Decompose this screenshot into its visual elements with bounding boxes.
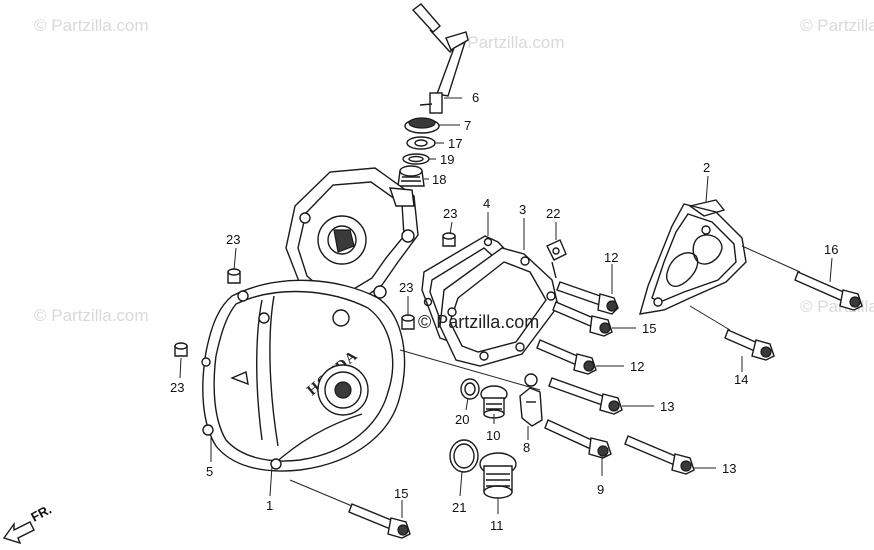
callout-21: 21 [452, 500, 466, 515]
watermark-top-right: © Partzilla.com [800, 16, 874, 35]
callout-4: 4 [483, 196, 490, 211]
callout-9: 9 [597, 482, 604, 497]
part-15-bolt-lower [348, 503, 411, 539]
callout-14: 14 [734, 372, 748, 387]
callout-12-a: 12 [604, 250, 618, 265]
part-14-bolt [724, 329, 775, 361]
callout-5: 5 [206, 464, 213, 479]
part-23-dowel-pin-d [174, 342, 188, 357]
part-23-dowel-pin-c [401, 314, 415, 330]
part-19-ring [402, 153, 430, 165]
callout-15-a: 15 [642, 321, 656, 336]
callout-18: 18 [432, 172, 446, 187]
part-3-cover-plate [439, 247, 559, 367]
callout-23-b: 23 [226, 232, 240, 247]
direction-label: FR. [28, 502, 54, 525]
callout-23-d: 23 [170, 380, 184, 395]
part-20-o-ring [460, 378, 480, 400]
callout-13-a: 13 [660, 399, 674, 414]
callout-7: 7 [464, 118, 471, 133]
part-11-plug-cap [479, 452, 517, 499]
callout-2: 2 [703, 160, 710, 175]
callout-22: 22 [546, 206, 560, 221]
watermark-top-left: © Partzilla.com [34, 16, 149, 35]
part-23-dowel-pin-a [442, 232, 456, 247]
part-10-plug [480, 385, 508, 419]
callout-3: 3 [519, 202, 526, 217]
callout-8: 8 [523, 440, 530, 455]
part-23-dowel-pin-b [227, 268, 241, 284]
part-9-bolt [544, 419, 612, 459]
callout-1: 1 [266, 498, 273, 513]
part-13-bolt-upper [548, 377, 623, 415]
center-watermark: © Partzilla.com [418, 312, 540, 332]
part-7-oil-seal [404, 117, 440, 134]
part-12-bolt-lower [536, 339, 597, 375]
callout-11: 11 [490, 518, 504, 533]
callout-numbers: 6 7 17 19 18 2 3 4 22 23 23 23 23 5 1 12… [170, 90, 838, 533]
callout-23-c: 23 [399, 280, 413, 295]
part-15-bolt-upper [552, 301, 613, 337]
part-18-bushing [397, 165, 425, 187]
callout-23-a: 23 [443, 206, 457, 221]
leader-lines [179, 97, 833, 518]
callout-19: 19 [440, 152, 454, 167]
callout-12-b: 12 [630, 359, 644, 374]
callout-13-b: 13 [722, 461, 736, 476]
callout-16: 16 [824, 242, 838, 257]
part-16-bolt [794, 271, 863, 311]
part-12-bolt-upper [556, 281, 619, 315]
front-direction-arrow: FR. [2, 502, 54, 545]
callout-20: 20 [455, 412, 469, 427]
arrow-left-icon [2, 521, 35, 545]
callout-17: 17 [448, 136, 462, 151]
watermark-top-center: © Partzilla.com [450, 33, 565, 52]
part-13-bolt-lower [624, 435, 695, 475]
callout-10: 10 [486, 428, 500, 443]
watermark-mid-left: © Partzilla.com [34, 306, 149, 325]
part-22-clip [546, 239, 567, 279]
part-1-left-crankcase-cover: HONDA [201, 167, 419, 472]
part-6-speedometer-shaft [411, 3, 469, 114]
part-21-o-ring [449, 439, 479, 473]
callout-6: 6 [472, 90, 479, 105]
part-17-washer [406, 136, 436, 150]
part-2-sprocket-guard [639, 199, 747, 315]
callout-15-b: 15 [394, 486, 408, 501]
part-8-clamp [519, 373, 543, 427]
